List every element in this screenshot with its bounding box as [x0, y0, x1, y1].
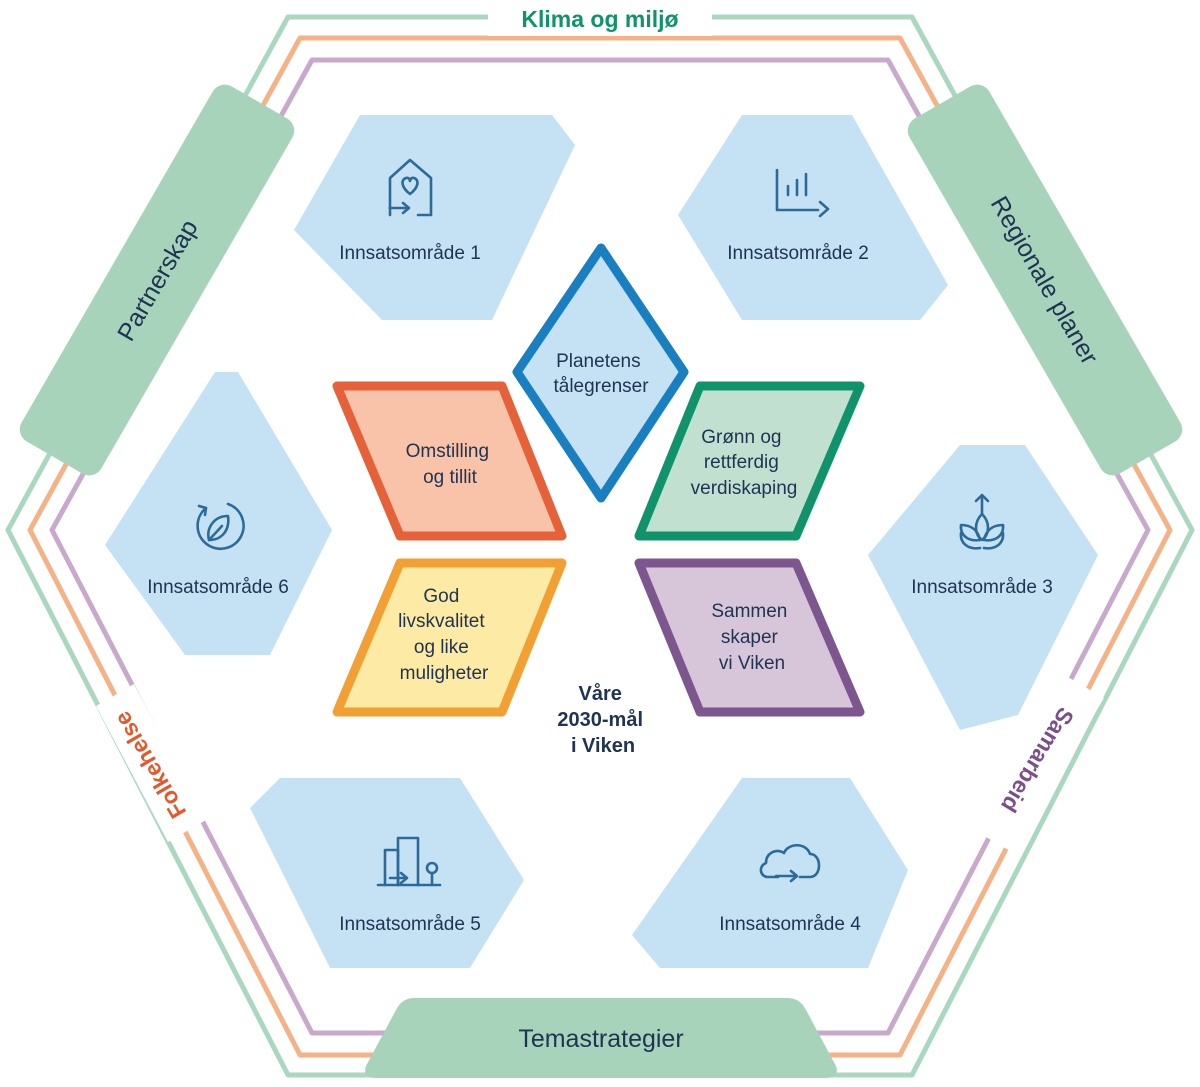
cycle-leaf-icon	[196, 502, 245, 551]
klima-label: Klima og miljø	[521, 6, 678, 32]
area-1: Innsatsområde 1	[294, 115, 575, 320]
goal-gronn-verdiskaping: Grønn og rettferdig verdiskaping	[634, 381, 865, 541]
goal-planetens-label: Planetens tålegrenser	[553, 351, 649, 397]
area-4-label: Innsatsområde 4	[719, 914, 861, 935]
goal-god-livskvalitet: God livskvalitet og like muligheter	[332, 558, 567, 717]
area-1-label: Innsatsområde 1	[339, 243, 481, 264]
area-3-label: Innsatsområde 3	[911, 577, 1053, 598]
area-2-label: Innsatsområde 2	[727, 243, 869, 264]
band-temastrategier-label: Temastrategier	[518, 1025, 683, 1053]
goal-omstilling-tillit: Omstilling og tillit	[332, 381, 567, 541]
area-5: Innsatsområde 5	[250, 778, 524, 968]
goal-omstilling-label: Omstilling og tillit	[406, 441, 495, 488]
outer-rings	[5, 14, 1195, 1078]
area-6-label: Innsatsområde 6	[147, 577, 289, 598]
folkehelse-label-group: Folkehelse	[96, 684, 206, 842]
center-label: Våre 2030-mål i Viken	[557, 682, 648, 757]
center-caption: Våre 2030-mål i Viken	[557, 682, 648, 757]
goal-sammen-label: Sammen skaper vi Viken	[711, 601, 792, 674]
plant-icon	[959, 493, 1005, 550]
band-temastrategier: Temastrategier	[365, 998, 837, 1078]
city-icon	[376, 836, 442, 887]
klima-label-group: Klima og miljø	[488, 2, 712, 36]
area-2: Innsatsområde 2	[678, 115, 948, 320]
goal-planetens-talegrenser: Planetens tålegrenser	[512, 243, 689, 503]
goal-god-label: God livskvalitet og like muligheter	[398, 586, 490, 684]
ring-middle	[27, 35, 1173, 1058]
area-3: Innsatsområde 3	[868, 445, 1098, 730]
ring-inner	[49, 57, 1151, 1036]
cloud-icon	[759, 843, 821, 883]
goal-gronn-label: Grønn og rettferdig verdiskaping	[691, 427, 798, 499]
goal-sammen-skaper: Sammen skaper vi Viken	[634, 558, 865, 717]
band-regionale-planer: Regionale planer	[907, 84, 1183, 476]
area-5-label: Innsatsområde 5	[339, 914, 481, 935]
house-heart-icon	[388, 158, 433, 217]
area-4: Innsatsområde 4	[632, 778, 908, 968]
area-6: Innsatsområde 6	[105, 372, 332, 655]
bar-chart-icon	[775, 168, 830, 218]
ring-outer	[5, 14, 1195, 1078]
